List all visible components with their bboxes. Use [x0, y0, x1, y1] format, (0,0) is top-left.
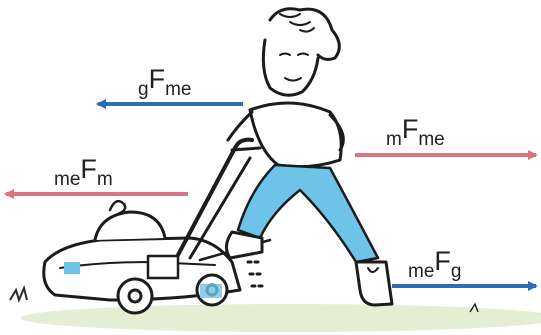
- label-symbol: F: [402, 114, 419, 144]
- label-symbol: F: [80, 154, 97, 184]
- label-subscript: me: [165, 79, 191, 100]
- label-subscript: g: [451, 261, 462, 282]
- label-prefix: me: [54, 169, 80, 190]
- label-subscript: me: [418, 129, 444, 150]
- label-symbol: F: [149, 64, 166, 94]
- label-prefix: m: [386, 129, 402, 150]
- label-subscript: m: [97, 169, 113, 190]
- label-me-on-g: meFg: [408, 248, 461, 275]
- label-symbol: F: [434, 246, 451, 276]
- label-m-on-me: mFme: [386, 116, 445, 143]
- label-me-on-m: meFm: [54, 156, 113, 183]
- label-prefix: me: [408, 261, 434, 282]
- label-g-on-me: gFme: [138, 66, 191, 93]
- label-prefix: g: [138, 79, 149, 100]
